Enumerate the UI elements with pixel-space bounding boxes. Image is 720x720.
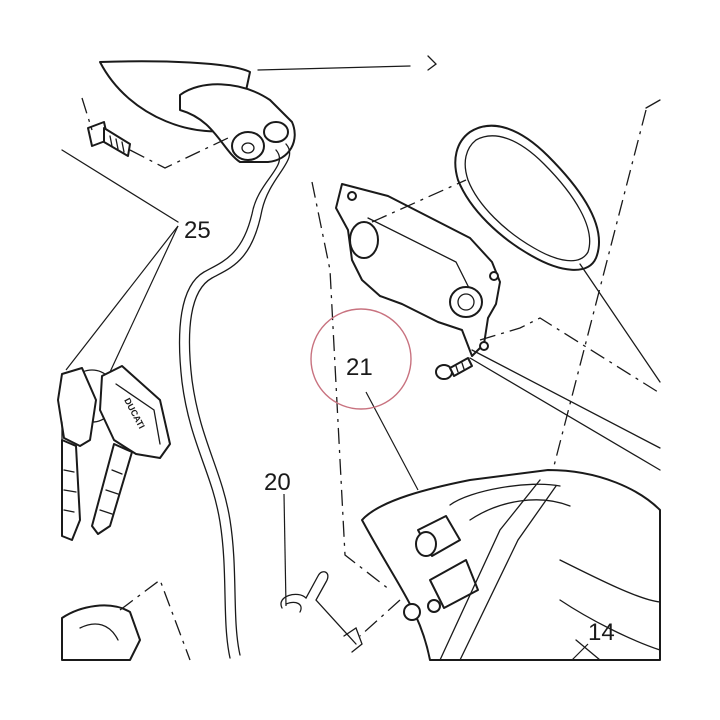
label-21: 21 bbox=[346, 354, 373, 381]
release-cable bbox=[178, 143, 291, 659]
hook-spring bbox=[280, 571, 363, 653]
label-25: 25 bbox=[184, 217, 211, 244]
lower-left-part bbox=[61, 578, 191, 661]
highlight-circle-21 bbox=[310, 308, 412, 410]
lock-cover-plate bbox=[335, 183, 501, 357]
bolt-top-left bbox=[81, 97, 229, 169]
label-14: 14 bbox=[588, 619, 615, 646]
leader-lines bbox=[65, 225, 589, 661]
frame-bracket bbox=[361, 469, 661, 661]
left-edge-lines bbox=[61, 149, 179, 471]
perspective-lines bbox=[469, 99, 661, 471]
gasket-ring bbox=[454, 124, 600, 271]
keys: DUCATI bbox=[57, 365, 171, 541]
cable-housing bbox=[99, 55, 437, 163]
label-20: 20 bbox=[264, 469, 291, 496]
screw-small bbox=[435, 357, 473, 380]
